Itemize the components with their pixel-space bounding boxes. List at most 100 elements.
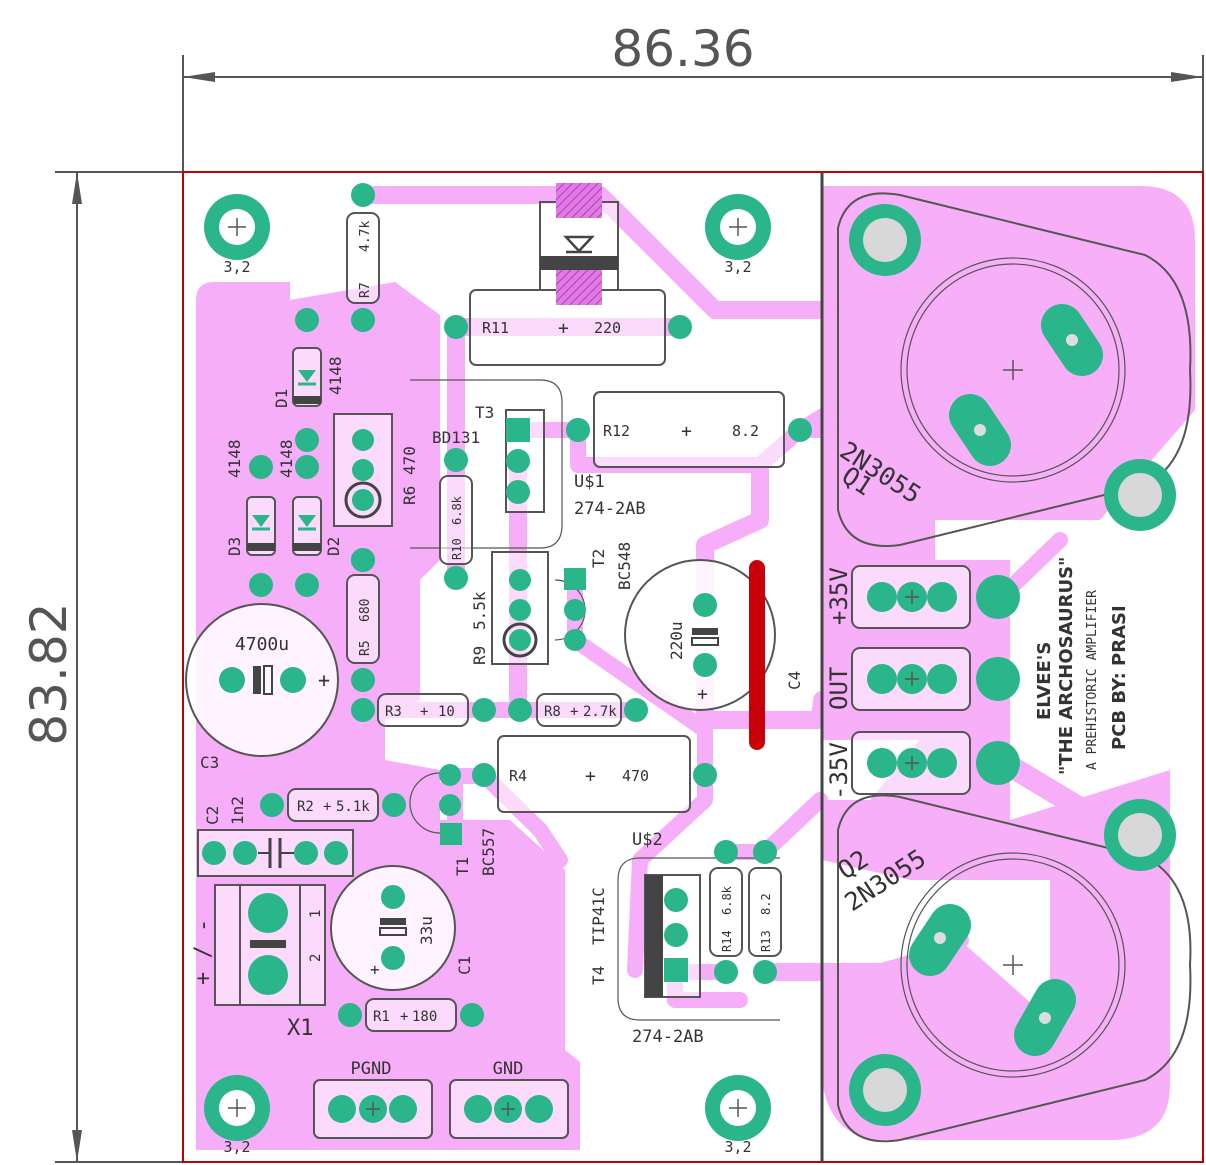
- r10-ref: R10: [450, 538, 464, 560]
- resistor-r6: R6 470: [333, 413, 419, 572]
- board-title: ELVEE'S "THE ARCHOSAURUS" A PREHISTORIC …: [1034, 557, 1130, 775]
- d3-ref: D3: [225, 537, 244, 556]
- r1-value: 180: [412, 1009, 437, 1025]
- r4-ref: R4: [509, 767, 527, 785]
- resistor-r5: R5 680: [346, 548, 380, 692]
- neg35-label: -35V: [825, 742, 853, 800]
- r14-value: 6.8k: [720, 885, 734, 915]
- mount-hole: 3,2: [204, 194, 270, 276]
- c3-value: 4700u: [235, 634, 289, 655]
- t4-value: TIP41C: [589, 887, 608, 945]
- connector-pos35: +35V: [825, 565, 1020, 629]
- mount-hole-label: 3,2: [724, 1138, 751, 1156]
- r7-ref: R7: [358, 282, 373, 298]
- pcb-credit: PCB BY: PRASI: [1109, 605, 1130, 750]
- width-dimension: 86.36: [182, 20, 1204, 172]
- u1-value: 274-2AB: [574, 499, 646, 519]
- r13-ref: R13: [759, 930, 773, 952]
- resistor-r8: R8 + 2.7k: [508, 693, 648, 727]
- diode-d1: D1 4148: [272, 308, 345, 452]
- capacitor-c1: 33u + C1: [330, 865, 474, 991]
- r7-value: 4.7k: [358, 221, 373, 252]
- svg-text:+: +: [323, 799, 331, 815]
- r9-value: 5.5k: [470, 591, 489, 630]
- t3-value: BD131: [432, 428, 480, 447]
- x1-ref: X1: [287, 1016, 314, 1041]
- mount-holes: 3,2 3,2 3,2 3,2: [204, 194, 771, 1156]
- transistor-t1: T1 BC557: [409, 764, 498, 876]
- x1-polarity: + / -: [191, 919, 216, 985]
- transistor-q1: 2N3055 Q1: [835, 192, 1192, 547]
- x1-pin1: 1: [308, 910, 324, 918]
- transistor-q2: Q2 2N3055: [832, 794, 1192, 1143]
- height-dimension-label: 83.82: [20, 602, 78, 745]
- t2-ref: T2: [589, 549, 608, 568]
- r9-ref: R9: [470, 646, 489, 665]
- capacitor-c3: 4700u + C3: [185, 603, 339, 772]
- resistor-r14: R14 6.8k: [709, 840, 743, 984]
- r2-ref: R2: [297, 799, 314, 815]
- r4-value: 470: [622, 767, 649, 785]
- mount-hole: 3,2: [204, 1075, 270, 1156]
- r8-value: 2.7k: [583, 704, 617, 720]
- d3-value: 4148: [225, 439, 244, 478]
- mount-hole: 3,2: [705, 194, 771, 276]
- mount-hole-label: 3,2: [724, 258, 751, 276]
- r6-ref: R6: [400, 486, 419, 505]
- connector-gnd: GND: [449, 1059, 569, 1139]
- connector-x1: 1 2 + / - X1: [191, 884, 326, 1041]
- c4-ref: C4: [785, 671, 804, 690]
- t1-value: BC557: [479, 828, 498, 876]
- top-device: [539, 183, 619, 305]
- r5-value: 680: [358, 599, 373, 622]
- mount-hole: 3,2: [705, 1075, 771, 1156]
- r14-ref: R14: [720, 930, 734, 952]
- r3-value: 10: [438, 704, 455, 720]
- t2-value: BC548: [615, 542, 634, 590]
- resistor-r4: R4 + 470: [472, 735, 717, 813]
- svg-text:+: +: [370, 960, 380, 979]
- svg-text:+: +: [400, 1009, 408, 1025]
- resistor-r1: R1 + 180: [338, 998, 484, 1032]
- resistor-r12: R12 + 8.2: [566, 391, 812, 468]
- power-connectors: +35V OUT -35V: [825, 565, 1020, 800]
- connector-pgnd: PGND: [313, 1059, 433, 1139]
- c2-ref: C2: [203, 806, 222, 825]
- svg-text:+: +: [681, 421, 692, 442]
- svg-text:+: +: [585, 766, 596, 787]
- t3-ref: T3: [475, 403, 494, 422]
- r3-ref: R3: [385, 704, 402, 720]
- transistor-t4: U$2 274-2AB T4 TIP41C: [589, 830, 780, 1047]
- r1-ref: R1: [373, 1009, 390, 1025]
- gnd-label: GND: [493, 1059, 524, 1079]
- diode-d2: D2 4148: [277, 439, 343, 597]
- resistor-r3: R3 + 10: [351, 693, 496, 727]
- mount-hole-label: 3,2: [223, 258, 250, 276]
- u2-value: 274-2AB: [632, 1027, 704, 1047]
- u1-ref: U$1: [574, 472, 605, 492]
- connector-out: OUT: [825, 647, 1020, 711]
- pgnd-label: PGND: [351, 1059, 392, 1079]
- r8-ref: R8: [544, 704, 561, 720]
- connector-neg35: -35V: [825, 731, 1020, 800]
- c3-ref: C3: [200, 753, 219, 772]
- capacitor-c2: C2 1n2: [197, 796, 354, 877]
- height-dimension: 83.82: [20, 171, 183, 1163]
- d2-ref: D2: [324, 537, 343, 556]
- svg-text:+: +: [420, 704, 428, 720]
- d2-value: 4148: [277, 439, 296, 478]
- r11-ref: R11: [482, 319, 509, 337]
- resistor-r2: R2 + 5.1k: [260, 788, 406, 822]
- svg-text:+: +: [318, 668, 330, 692]
- r2-value: 5.1k: [336, 799, 370, 815]
- svg-text:+: +: [558, 318, 569, 339]
- out-label: OUT: [825, 667, 853, 710]
- pos35-label: +35V: [825, 567, 853, 625]
- r6-value: 470: [400, 446, 419, 475]
- t1-ref: T1: [453, 857, 472, 876]
- resistor-r13: R13 8.2: [748, 840, 782, 984]
- resistor-r9: R9 5.5k: [470, 551, 549, 665]
- resistor-r7: R7 4.7k: [346, 183, 380, 332]
- title-line-1: ELVEE'S: [1034, 642, 1055, 720]
